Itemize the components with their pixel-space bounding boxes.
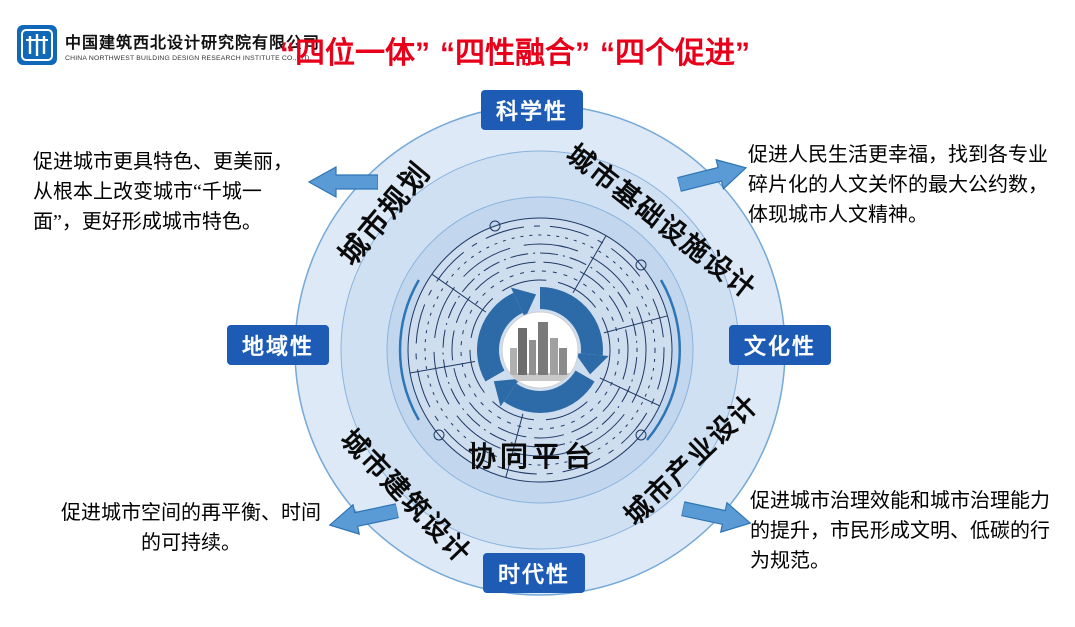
company-name-en: CHINA NORTHWEST BUILDING DESIGN RESEARCH… — [65, 54, 312, 62]
city-skyline-image — [505, 322, 575, 381]
arrow-left-icon — [328, 503, 400, 536]
circuit-pattern — [409, 220, 668, 478]
accent-arcs — [398, 279, 681, 441]
arrow-right-icon — [680, 501, 752, 534]
title-part-2: “四性融合” — [440, 37, 590, 70]
badge-contemporary: 时代性 — [482, 553, 586, 593]
callout-space-balance: 促进城市空间的再平衡、时间的可持续。 — [61, 502, 321, 554]
badge-scientific: 科学性 — [480, 90, 584, 130]
company-logo: 中国建筑西北设计研究院有限公司 CHINA NORTHWEST BUILDING… — [16, 24, 320, 66]
badge-regional: 地域性 — [226, 325, 330, 365]
rotor-arrows — [461, 278, 609, 435]
callout-governance: 促进城市治理效能和城市治理能力的提升，市民形成文明、低碳的行为规范。 — [750, 490, 1050, 572]
callout-people-happiness: 促进人民生活更幸福，找到各专业碎片化的人文关怀的最大公约数，体现城市人文精神。 — [748, 144, 1048, 226]
callout-city-character: 促进城市更具特色、更美丽，从根本上改变城市“千城一面”，更好形成城市特色。 — [33, 151, 293, 233]
badge-cultural: 文化性 — [728, 325, 832, 365]
page-title: “四位一体” “四性融合” “四个促进” — [280, 28, 750, 72]
title-part-3: “四个促进” — [600, 37, 750, 70]
arrow-right-icon — [676, 158, 748, 192]
company-name-cn: 中国建筑西北设计研究院有限公司 — [65, 34, 321, 52]
company-logo-icon — [16, 24, 58, 66]
title-part-1: “四位一体” — [280, 37, 430, 70]
center-platform-label: 协同平台 — [467, 441, 597, 472]
company-name: 中国建筑西北设计研究院有限公司 CHINA NORTHWEST BUILDING… — [65, 29, 320, 62]
arrow-left-icon — [308, 166, 378, 198]
collaboration-ring-diagram — [294, 104, 786, 596]
